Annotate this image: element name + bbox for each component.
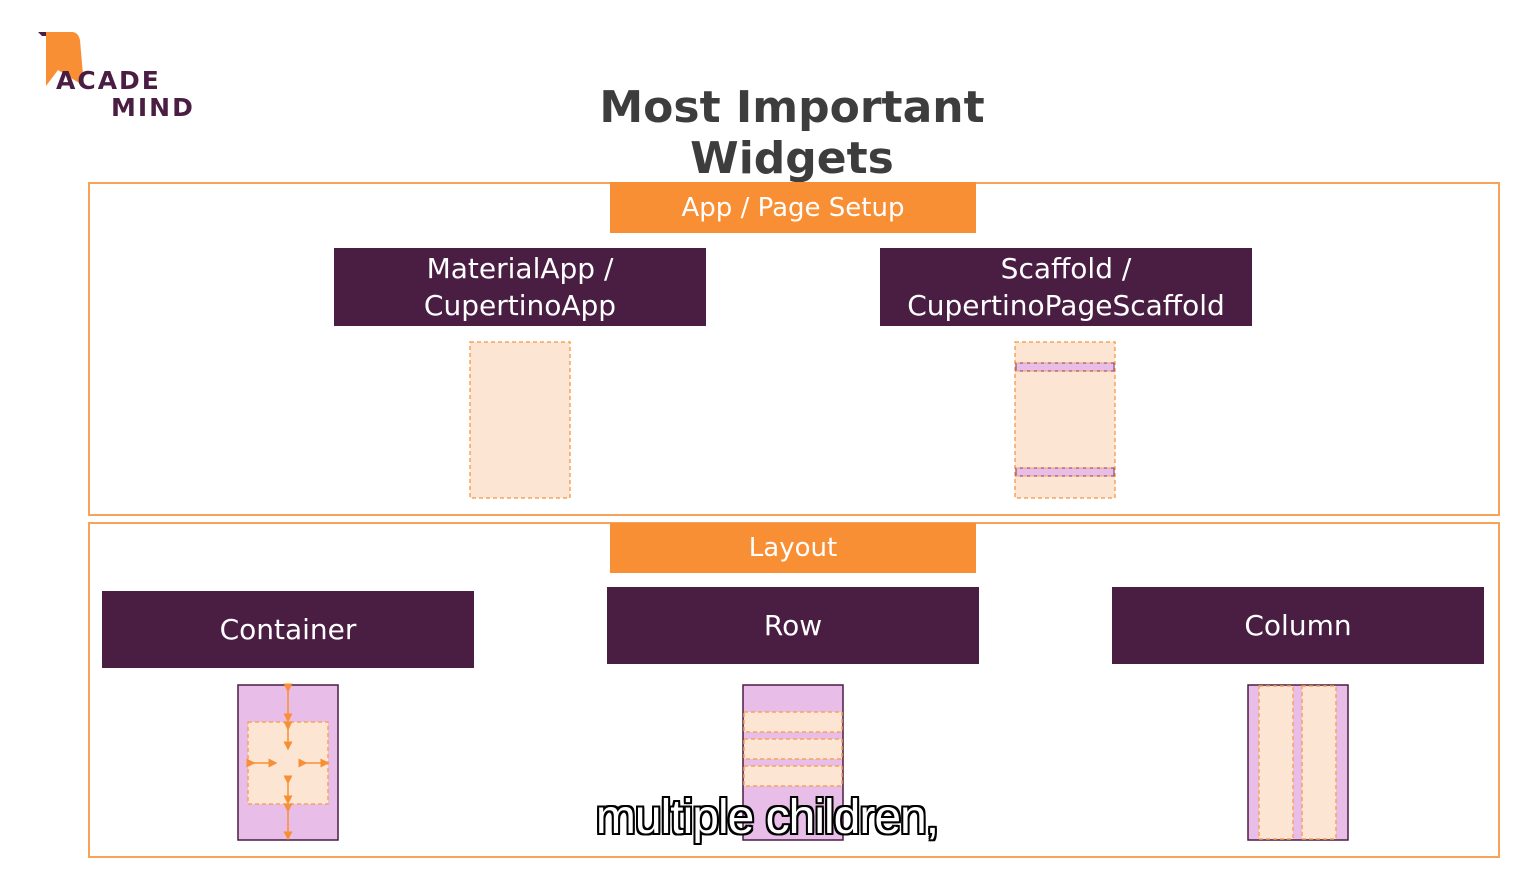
section-label-app-page-setup: App / Page Setup — [610, 182, 976, 233]
column-illustration — [1247, 684, 1349, 841]
widget-column: Column — [1112, 587, 1484, 664]
widget-scaffold-line2: CupertinoPageScaffold — [907, 289, 1225, 322]
row-illustration — [742, 684, 844, 841]
widget-container: Container — [102, 591, 474, 668]
section-app-page-setup — [88, 182, 1500, 516]
materialapp-illustration — [469, 341, 571, 499]
academind-logo-icon — [38, 32, 84, 86]
video-caption: multiple children, — [595, 791, 939, 844]
widget-materialapp: MaterialApp / CupertinoApp — [334, 248, 706, 326]
slide-title: Most Important Widgets — [599, 82, 985, 184]
logo-text-line1: ACADE — [56, 66, 161, 95]
section-label-layout: Layout — [610, 523, 976, 573]
logo-text-line2: MIND — [111, 93, 195, 122]
widget-materialapp-line1: MaterialApp / — [426, 252, 614, 285]
container-illustration — [237, 683, 339, 841]
widget-row: Row — [607, 587, 979, 664]
scaffold-illustration — [1014, 341, 1116, 499]
widget-scaffold: Scaffold / CupertinoPageScaffold — [880, 248, 1252, 326]
widget-materialapp-line2: CupertinoApp — [423, 289, 617, 322]
widget-scaffold-line1: Scaffold / — [1000, 252, 1132, 285]
